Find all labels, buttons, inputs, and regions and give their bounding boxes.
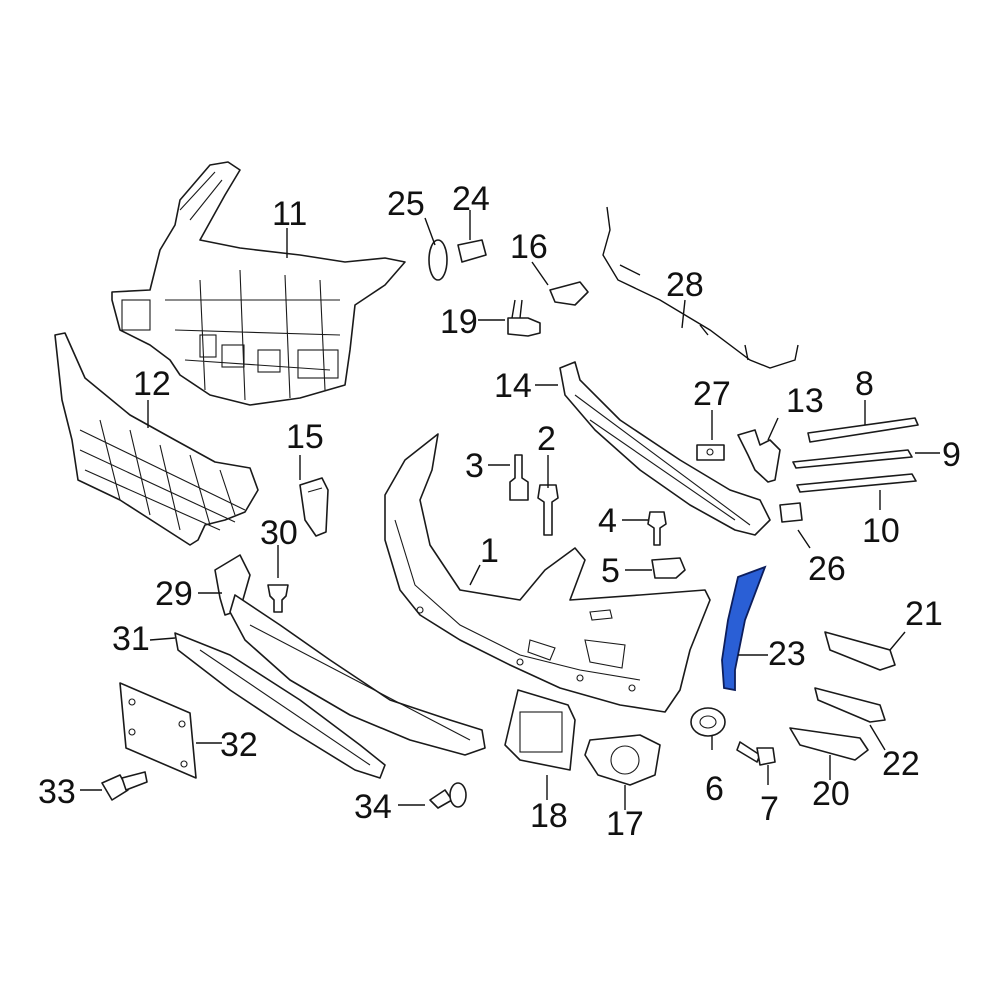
label-15: 15 [286, 418, 324, 456]
label-18: 18 [530, 797, 568, 835]
label-10: 10 [862, 512, 900, 550]
label-23: 23 [768, 635, 806, 673]
part-20-trim [789, 727, 869, 761]
label-4: 4 [598, 502, 617, 540]
label-2: 2 [537, 420, 556, 458]
part-18-grille-insert [504, 689, 576, 771]
part-12-grille [54, 332, 259, 546]
part-31-lower-spoiler [174, 632, 386, 779]
part-32-plate-bracket [119, 682, 197, 779]
label-1: 1 [480, 532, 499, 570]
part-27-bracket [696, 444, 725, 461]
label-34: 34 [354, 788, 392, 826]
label-32: 32 [220, 726, 258, 764]
part-4-bolt [647, 511, 667, 546]
label-22: 22 [882, 745, 920, 783]
part-6-grommet [690, 707, 726, 737]
part-2-bolt [537, 484, 559, 536]
part-24-sensor [457, 239, 487, 263]
label-9: 9 [942, 436, 961, 474]
label-28: 28 [666, 266, 704, 304]
label-8: 8 [855, 365, 874, 403]
part-28-wiring-harness [602, 206, 799, 369]
part-9-trim-strip [792, 449, 913, 469]
part-21-trim [824, 631, 896, 671]
part-16-sensor-holder [549, 281, 589, 306]
part-26-cap [779, 502, 803, 523]
lower-absorber [229, 594, 486, 756]
label-11: 11 [272, 195, 307, 233]
label-12: 12 [133, 365, 171, 403]
part-11-bumper-carrier [111, 161, 406, 406]
label-26: 26 [808, 550, 846, 588]
label-31: 31 [112, 620, 150, 658]
part-33-bolt [101, 771, 148, 801]
label-33: 33 [38, 773, 76, 811]
label-30: 30 [260, 514, 298, 552]
part-34-push-pin [429, 782, 467, 809]
label-20: 20 [812, 775, 850, 813]
part-7-bolt [736, 741, 776, 766]
label-25: 25 [387, 185, 425, 223]
part-22-bracket [814, 687, 886, 723]
part-19-sensor [507, 299, 541, 337]
label-14: 14 [494, 367, 532, 405]
part-labels: 1 2 3 4 5 6 7 8 9 10 11 12 13 14 15 16 1… [38, 180, 961, 843]
part-14-impact-absorber [559, 361, 771, 536]
leader-lines [80, 210, 940, 810]
part-13-side-bracket [737, 429, 781, 483]
label-27: 27 [693, 375, 731, 413]
label-21: 21 [905, 595, 943, 633]
part-5-clip [651, 557, 686, 579]
label-13: 13 [786, 382, 824, 420]
label-5: 5 [601, 552, 620, 590]
part-1-bumper-cover [384, 433, 711, 713]
part-23-molding-highlighted [721, 565, 767, 692]
part-10-trim-strip [796, 473, 917, 493]
label-6: 6 [705, 770, 724, 808]
label-16: 16 [510, 228, 548, 266]
label-7: 7 [760, 790, 779, 828]
part-3-rivet [509, 454, 529, 501]
label-3: 3 [465, 447, 484, 485]
label-17: 17 [606, 805, 644, 843]
label-19: 19 [440, 303, 478, 341]
part-25-ring [428, 239, 448, 281]
label-29: 29 [155, 575, 193, 613]
label-24: 24 [452, 180, 490, 218]
part-30-clip [267, 584, 289, 613]
part-8-trim-strip [807, 417, 919, 443]
part-15-bracket [299, 477, 329, 537]
part-17-fog-bezel [584, 734, 661, 786]
